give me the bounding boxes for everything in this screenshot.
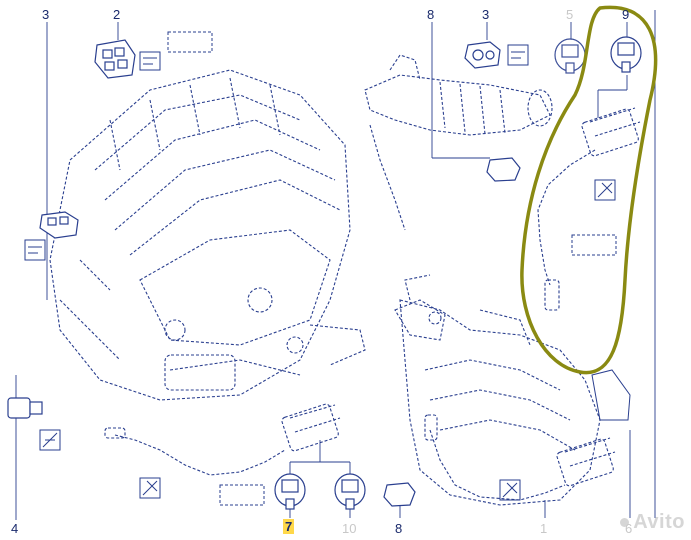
part-2-connector — [94, 39, 136, 79]
callout-2: 2 — [113, 7, 121, 22]
exhaust-manifold — [394, 274, 601, 506]
tool-icon-box — [594, 179, 616, 201]
reference-box — [167, 31, 617, 506]
engine-block — [49, 69, 366, 401]
callout-1: 1 — [540, 521, 548, 536]
watermark: Avito — [620, 511, 685, 534]
part-7-connector — [274, 473, 306, 510]
callout-5: 5 — [566, 7, 574, 22]
leader-lines — [15, 10, 656, 520]
torque-icon-box — [24, 239, 46, 261]
callout-10: 10 — [342, 521, 357, 536]
rear-sensor-wiring — [424, 414, 616, 501]
front-sensor-wiring — [104, 403, 341, 476]
oxygen-sensor-highlighted — [537, 107, 641, 311]
part-3-connector-right — [464, 41, 501, 69]
torque-icon-box — [139, 51, 161, 71]
callout-3: 3 — [482, 7, 490, 22]
part-5-connector — [554, 38, 586, 74]
callout-4: 4 — [11, 521, 19, 536]
part-9-connector — [610, 36, 642, 73]
part-10-connector — [334, 473, 366, 510]
callout-6: 6 — [625, 521, 633, 536]
callout-3: 3 — [42, 7, 50, 22]
torque-icon-box — [507, 44, 529, 66]
tool-icon-box — [499, 479, 521, 501]
tool-icon-box — [139, 477, 161, 499]
callout-9: 9 — [622, 7, 630, 22]
part-4-sensor — [7, 397, 43, 419]
highlight-circle — [520, 5, 658, 375]
tool-icon-box — [39, 429, 61, 451]
part-3-connector-left — [39, 211, 79, 239]
air-intake-hose — [364, 54, 553, 231]
callout-7: 7 — [283, 519, 295, 534]
callout-8: 8 — [395, 521, 403, 536]
bracket — [591, 369, 631, 421]
callout-8: 8 — [427, 7, 435, 22]
part-8-clip-bottom — [383, 482, 416, 507]
part-8-clip-top — [486, 157, 521, 182]
